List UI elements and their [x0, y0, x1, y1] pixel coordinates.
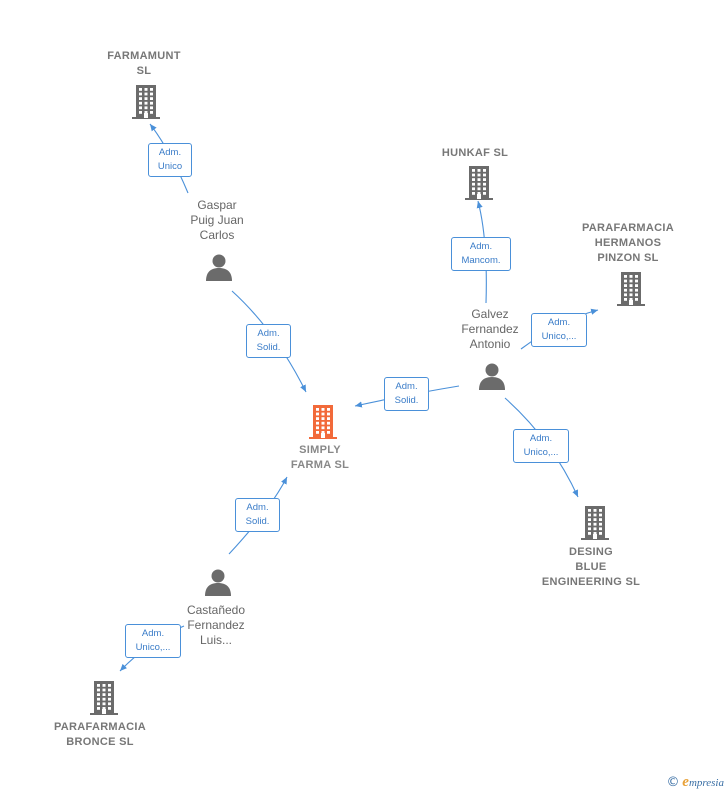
simply-farma-label[interactable]: SIMPLY FARMA SL	[290, 444, 350, 471]
parafarmacia-bronce-building-icon[interactable]	[87, 680, 121, 721]
edge-label-gaspar-simply[interactable]: Adm. Solid.	[246, 324, 291, 358]
desing-blue-label[interactable]: DESING BLUE ENGINEERING SL	[541, 546, 641, 588]
edge-label-gaspar-farmamunt[interactable]: Adm. Unico	[148, 143, 192, 177]
hunkaf-building-icon[interactable]	[462, 165, 496, 206]
empresia-logo-text: mpresia	[688, 777, 724, 789]
farmamunt-label[interactable]: FARMAMUNT SL	[107, 50, 181, 77]
parafarmacia-hermanos-building-icon[interactable]	[614, 271, 648, 312]
desing-blue-building-icon[interactable]	[578, 505, 612, 546]
castanedo-person-icon[interactable]	[203, 567, 233, 602]
edge-label-galvez-hunkaf[interactable]: Adm. Mancom.	[451, 237, 511, 271]
galvez-person-icon[interactable]	[477, 361, 507, 396]
copyright-icon: ©	[666, 775, 680, 790]
farmamunt-building-icon[interactable]	[129, 84, 163, 125]
hunkaf-label[interactable]: HUNKAF SL	[441, 147, 509, 159]
gaspar-label[interactable]: Gaspar Puig Juan Carlos	[190, 198, 244, 242]
castanedo-label[interactable]: Castañedo Fernandez Luis...	[186, 603, 246, 647]
parafarmacia-hermanos-label[interactable]: PARAFARMACIA HERMANOS PINZON SL	[581, 222, 674, 264]
edge-label-castanedo-simply[interactable]: Adm. Solid.	[235, 498, 280, 532]
simply-farma-building-icon[interactable]	[306, 404, 340, 445]
galvez-label[interactable]: Galvez Fernandez Antonio	[461, 307, 519, 351]
edge-label-galvez-simply[interactable]: Adm. Solid.	[384, 377, 429, 411]
empresia-copyright: © empresia	[667, 774, 724, 791]
empresia-logo-initial: e	[682, 774, 689, 790]
edge-label-galvez-desing[interactable]: Adm. Unico,...	[513, 429, 569, 463]
edge-label-galvez-hermanos[interactable]: Adm. Unico,...	[531, 313, 587, 347]
parafarmacia-bronce-label[interactable]: PARAFARMACIA BRONCE SL	[53, 721, 146, 748]
gaspar-person-icon[interactable]	[204, 252, 234, 287]
edge-label-castanedo-bronce[interactable]: Adm. Unico,...	[125, 624, 181, 658]
